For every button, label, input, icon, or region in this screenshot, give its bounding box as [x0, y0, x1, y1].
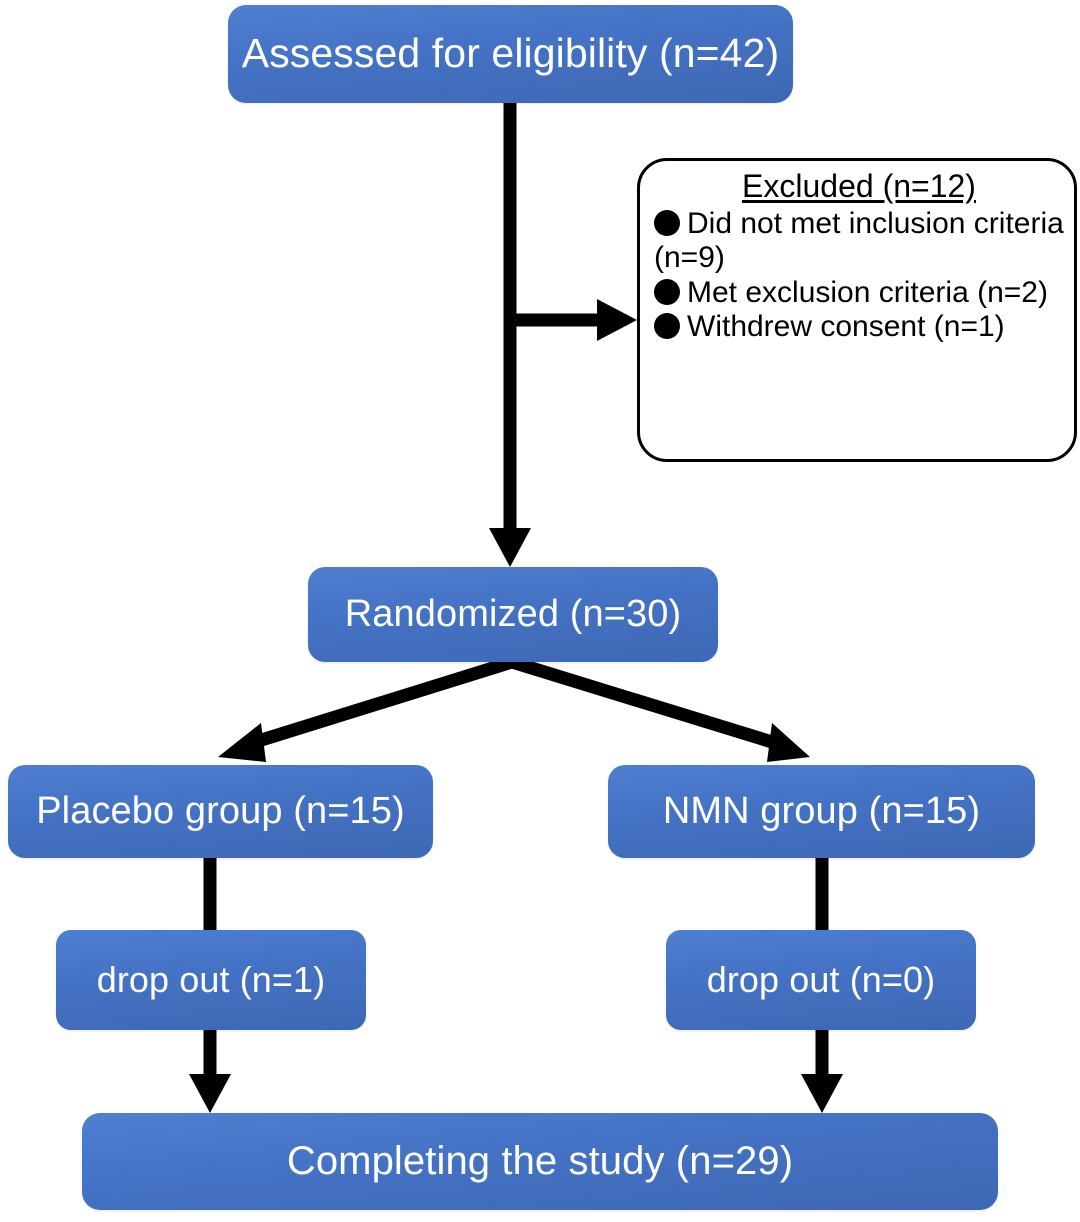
arrowhead-placebo	[218, 723, 266, 762]
node-nmn-group: NMN group (n=15)	[608, 765, 1035, 858]
bullet-icon	[654, 209, 680, 236]
node-randomized: Randomized (n=30)	[308, 567, 718, 662]
node-assessed-label: Assessed for eligibility (n=42)	[241, 30, 780, 77]
excluded-item-label: Met exclusion criteria (n=2)	[687, 275, 1048, 309]
excluded-item: Withdrew consent (n=1)	[654, 310, 1064, 345]
arrowhead-excluded	[597, 299, 637, 341]
bullet-icon	[654, 313, 680, 340]
node-nmn-label: NMN group (n=15)	[662, 790, 981, 833]
connector-randomized-to-placebo	[253, 655, 514, 749]
arrowhead-completing-left	[189, 1074, 231, 1113]
node-dropout-nmn: drop out (n=0)	[666, 930, 976, 1030]
node-completing-label: Completing the study (n=29)	[286, 1139, 794, 1184]
connector-randomized-to-nmn	[510, 655, 774, 749]
arrowhead-nmn	[767, 723, 810, 762]
node-placebo-label: Placebo group (n=15)	[36, 790, 405, 833]
bullet-icon	[654, 278, 680, 305]
excluded-item: Did not met inclusion criteria (n=9)	[654, 207, 1064, 276]
arrowhead-completing-right	[801, 1074, 843, 1113]
node-dropout-placebo: drop out (n=1)	[56, 930, 366, 1030]
node-excluded: Excluded (n=12) Did not met inclusion cr…	[637, 158, 1077, 462]
node-completing-the-study: Completing the study (n=29)	[82, 1113, 998, 1210]
excluded-title: Excluded (n=12)	[742, 168, 976, 204]
node-assessed-for-eligibility: Assessed for eligibility (n=42)	[228, 5, 793, 103]
node-randomized-label: Randomized (n=30)	[344, 593, 682, 636]
node-dropout-placebo-label: drop out (n=1)	[96, 958, 326, 1000]
excluded-item-label: Withdrew consent (n=1)	[687, 310, 1005, 344]
excluded-item: Met exclusion criteria (n=2)	[654, 276, 1064, 311]
arrowhead-randomized	[489, 528, 531, 567]
excluded-item-label: Did not met inclusion criteria (n=9)	[654, 206, 1064, 275]
node-dropout-nmn-label: drop out (n=0)	[706, 958, 936, 1000]
node-placebo-group: Placebo group (n=15)	[8, 765, 433, 858]
